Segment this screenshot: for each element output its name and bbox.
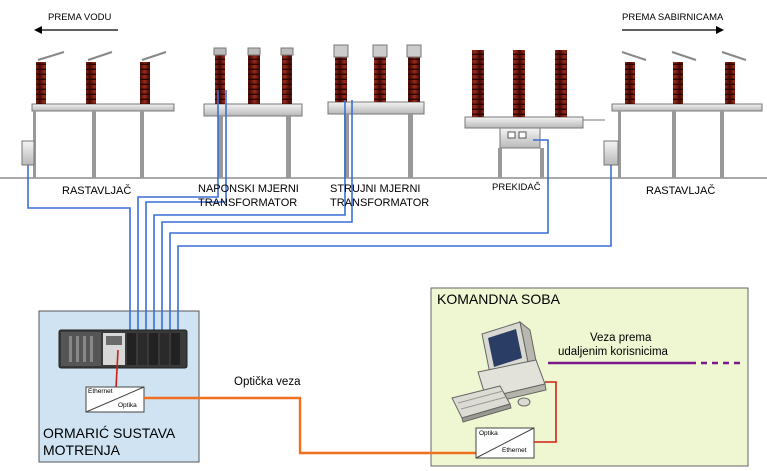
cabinet-title-line1: ORMARIĆ SUSTAVA xyxy=(43,425,176,441)
cabinet-title-line2: MOTRENJA xyxy=(43,442,120,458)
direction-label-left: PREMA VODU xyxy=(48,12,112,23)
control-room-title: KOMANDNA SOBA xyxy=(437,291,560,307)
workstation-computer-icon xyxy=(451,320,547,423)
left-direction-arrow xyxy=(34,26,118,34)
control-room-converter-top-label: Optika xyxy=(479,430,498,437)
label-voltage-transformer-line1: NAPONSKI MJERNI xyxy=(198,183,299,195)
label-current-transformer-line1: STRUJNI MJERNI xyxy=(330,183,421,195)
copper-signal-cables xyxy=(27,90,612,336)
disconnector-left-graphic xyxy=(21,51,175,178)
right-direction-arrow xyxy=(622,26,724,34)
remote-link-label-line2: udaljenim korisnicima xyxy=(558,346,668,358)
label-current-transformer-line2: TRANSFORMATOR xyxy=(330,197,430,209)
label-disconnector-left: RASTAVLJAČ xyxy=(62,185,132,197)
label-disconnector-right: RASTAVLJAČ xyxy=(646,185,716,197)
fiber-link-label: Optička veza xyxy=(234,376,301,388)
control-room-converter-icon xyxy=(475,427,535,459)
control-room-converter-bottom-label: Ethernet xyxy=(502,447,527,454)
voltage-transformer-graphic xyxy=(203,47,303,178)
label-breaker: PREKIDAČ xyxy=(492,182,541,193)
fiber-optic-link xyxy=(144,396,476,455)
direction-label-right: PREMA SABIRNICAMA xyxy=(622,12,724,23)
cabinet-converter-top-label: Ethernet xyxy=(88,388,113,395)
current-transformer-graphic xyxy=(327,44,425,178)
label-voltage-transformer-line2: TRANSFORMATOR xyxy=(198,197,298,209)
monitoring-device-rack-icon xyxy=(58,329,188,369)
remote-link-label-line1: Veza prema xyxy=(590,332,652,344)
breaker-graphic xyxy=(464,50,605,178)
ethernet-cable-cabinet xyxy=(115,349,119,389)
media-converter-icon xyxy=(85,386,145,413)
cabinet-converter-bottom-label: Optika xyxy=(118,402,137,409)
ethernet-cable-control-room xyxy=(534,381,557,443)
disconnector-right-graphic xyxy=(603,51,763,178)
